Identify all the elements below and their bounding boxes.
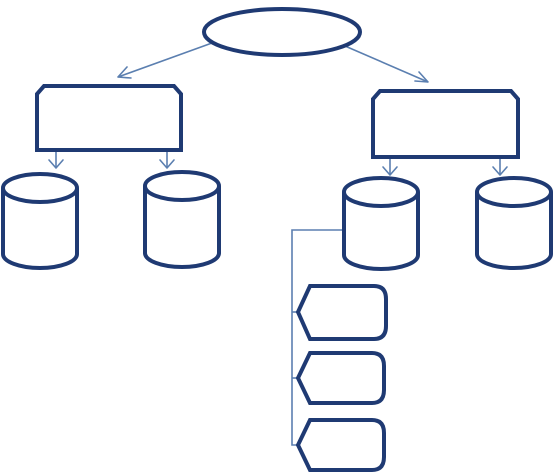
child-3-shape (295, 418, 386, 472)
arrowhead-left-branch (117, 66, 132, 79)
arrowhead-store-3 (382, 166, 398, 176)
right-branch-box (371, 89, 520, 159)
connector-root-to-left-branch (117, 42, 213, 78)
store-3-cylinder (342, 176, 420, 271)
root-ellipse (202, 7, 362, 57)
child-1-shape (295, 284, 388, 341)
store-3 (342, 176, 420, 271)
store-2-rim (143, 185, 221, 202)
arrowhead-store-4 (492, 166, 508, 176)
left-branch-node (35, 84, 183, 152)
child-2-shape (295, 351, 386, 405)
child-3 (295, 418, 386, 472)
store-4-cylinder (475, 176, 553, 270)
arrowhead-right-branch (414, 71, 429, 83)
store-2 (143, 170, 221, 269)
store-1 (1, 172, 79, 270)
root-node (202, 7, 362, 57)
arrowhead-store-2 (159, 159, 175, 169)
store-3-rim (342, 191, 420, 208)
store-1-cylinder (1, 172, 79, 270)
child-1 (295, 284, 388, 341)
arrowhead-store-1 (48, 159, 64, 169)
store-1-rim (1, 187, 79, 204)
left-branch-box (35, 84, 183, 152)
right-branch-node (371, 89, 520, 159)
connector-root-to-right-branch (344, 45, 429, 83)
store-2-cylinder (143, 170, 221, 269)
store-4-rim (475, 191, 553, 208)
store-4 (475, 176, 553, 270)
child-2 (295, 351, 386, 405)
